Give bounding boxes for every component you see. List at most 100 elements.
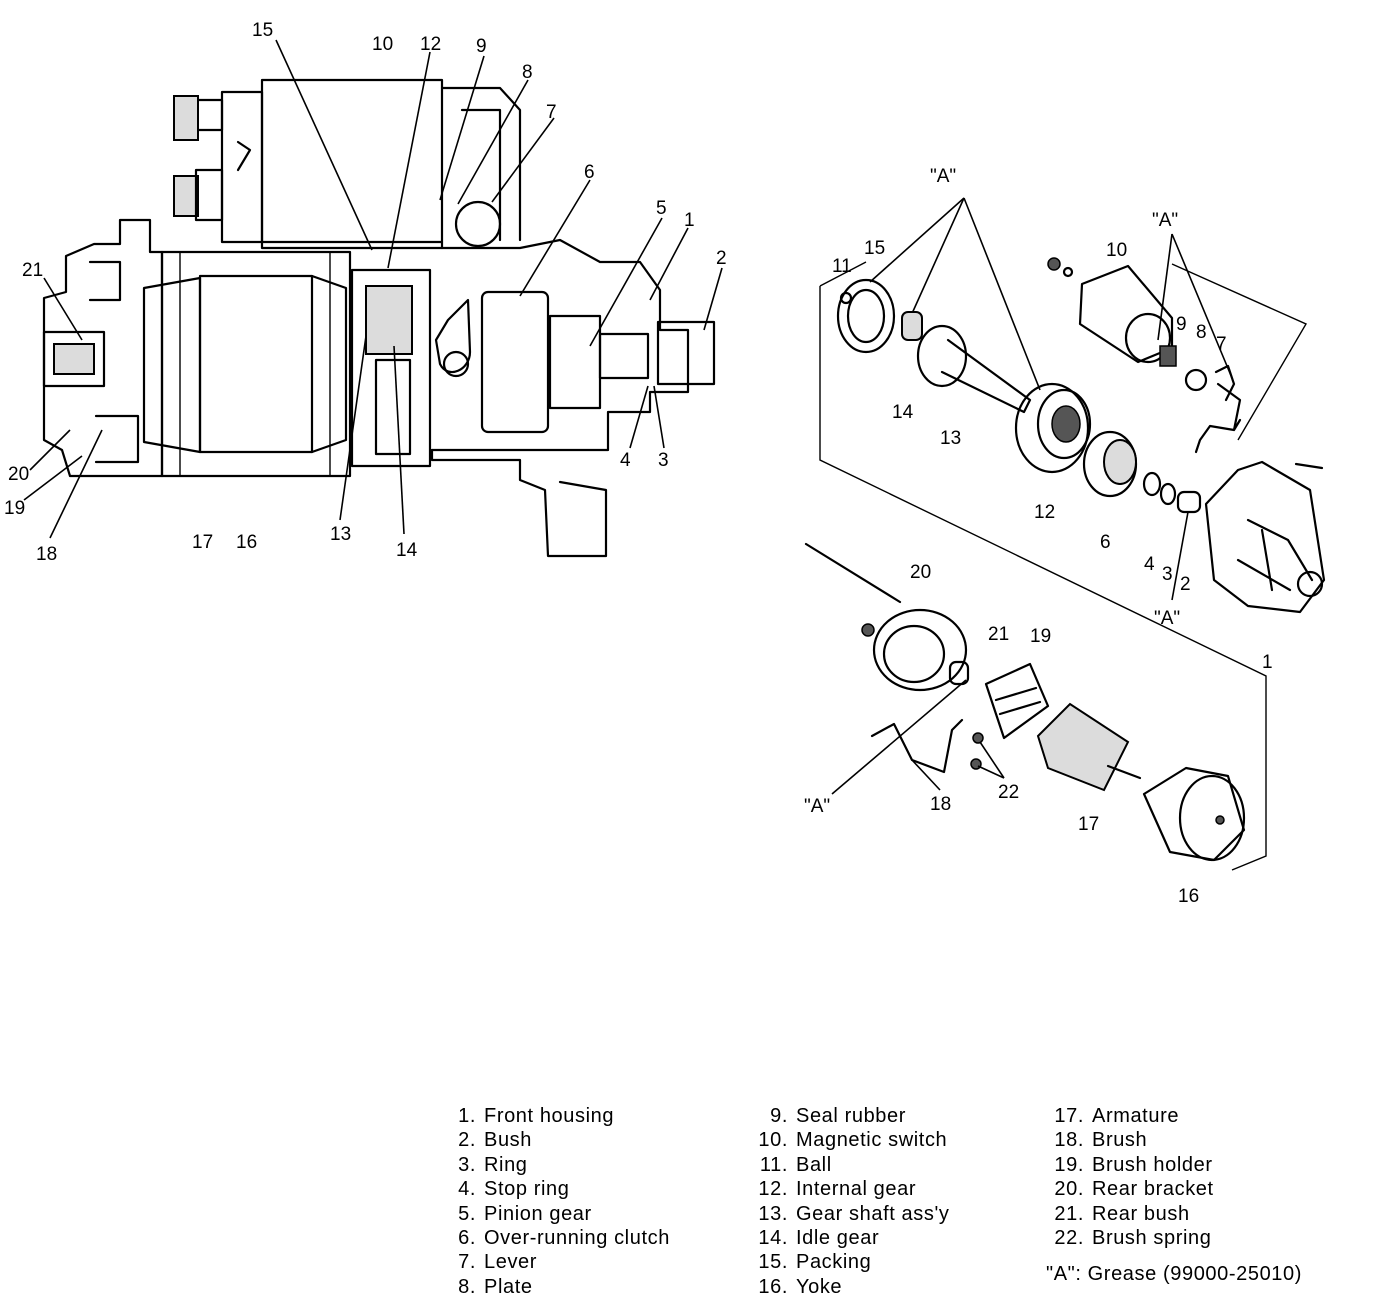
callout-13: 13 <box>330 524 351 545</box>
callout-a-top: "A" <box>930 166 956 187</box>
gear-shaft-part <box>901 311 1032 414</box>
legend-label: Gear shaft ass'y <box>796 1202 950 1225</box>
legend-item: 20.Rear bracket <box>1046 1177 1214 1201</box>
callout-14-exp: 14 <box>892 402 914 423</box>
callout-14: 14 <box>396 540 418 561</box>
lever-part <box>1194 382 1242 454</box>
callout-16: 16 <box>236 532 257 553</box>
brush-spring-part <box>972 732 984 744</box>
legend-item: 16. Yoke <box>750 1275 949 1299</box>
legend-label: Brush spring <box>1092 1227 1212 1250</box>
brush-holder-part <box>984 662 1050 740</box>
callout-1-exp: 1 <box>1262 652 1273 673</box>
legend-label: Armature <box>1092 1105 1180 1127</box>
legend-num: 19. <box>1054 1153 1084 1176</box>
legend-label: Magnetic switch <box>796 1129 948 1152</box>
callout-17: 17 <box>192 532 213 553</box>
legend-num: 14. <box>758 1227 788 1250</box>
legend-num: 10. <box>758 1129 788 1152</box>
legend-label: Yoke <box>796 1275 843 1298</box>
legend-num: 7. <box>458 1251 476 1274</box>
legend-num: 1. <box>458 1105 476 1127</box>
yoke-section <box>142 250 432 478</box>
legend-num: 20. <box>1054 1178 1084 1201</box>
legend-num: 11. <box>759 1153 788 1176</box>
legend-item: 9.Seal rubber <box>750 1104 949 1128</box>
sectional-callouts: 15 10 12 9 8 7 6 5 1 2 21 20 19 18 17 16… <box>4 20 727 565</box>
legend-item: 12.Internal gear <box>750 1177 949 1201</box>
packing-part <box>836 278 896 354</box>
legend-num: 3. <box>458 1153 476 1176</box>
legend-item: 6.Over-running clutch <box>446 1226 670 1250</box>
legend-column-3: 17. Armature 18. Brush 19. Brush holder 20.… <box>1046 1104 1214 1250</box>
callout-11-exp: 11 <box>832 256 852 277</box>
legend-item: 3.Ring <box>446 1153 670 1177</box>
callout-12-exp: 12 <box>1034 502 1055 523</box>
callout-20-exp: 20 <box>910 562 931 583</box>
magnetic-switch-section <box>173 78 522 250</box>
callout-17-exp: 17 <box>1078 814 1099 835</box>
callout-22-exp: 22 <box>998 782 1019 803</box>
callout-4: 4 <box>620 450 631 471</box>
legend-num: 5. <box>458 1202 476 1225</box>
legend-item: 2.Bush <box>446 1128 670 1152</box>
legend-item: 8. Plate <box>446 1275 670 1299</box>
legend-num: 16. <box>758 1275 788 1298</box>
legend-label: Brush holder <box>1092 1153 1213 1176</box>
callout-10-exp: 10 <box>1106 240 1127 261</box>
bush-part <box>1176 490 1202 514</box>
legend-label: Pinion gear <box>484 1202 592 1225</box>
callout-8: 8 <box>522 62 533 83</box>
internal-gear-part <box>1014 382 1092 474</box>
legend-label: Idle gear <box>796 1227 880 1250</box>
brush-part <box>870 718 964 774</box>
callout-6-exp: 6 <box>1100 532 1111 553</box>
legend-label: Lever <box>484 1251 538 1274</box>
legend-num: 15. <box>758 1251 788 1274</box>
callout-21-exp: 21 <box>988 624 1009 645</box>
front-housing-section <box>430 238 716 558</box>
legend-item: 21.Rear bush <box>1046 1202 1214 1226</box>
callout-18-exp: 18 <box>930 794 951 815</box>
legend-label: Internal gear <box>796 1178 917 1201</box>
legend-num: 22. <box>1054 1227 1084 1250</box>
legend-num: 4. <box>458 1178 476 1201</box>
callout-7: 7 <box>546 102 557 123</box>
legend-item: 17. Armature <box>1046 1104 1214 1128</box>
legend-item: 13. Gear shaft ass'y <box>750 1202 949 1226</box>
front-housing-part <box>1204 460 1326 614</box>
callout-8-exp: 8 <box>1196 322 1207 343</box>
legend-label: Bush <box>484 1129 532 1152</box>
rear-bracket-section <box>42 218 164 478</box>
legend-item: 19. Brush holder <box>1046 1153 1214 1177</box>
legend-num: 8. <box>458 1275 476 1298</box>
grease-note: "A": Grease (99000-25010) <box>1046 1263 1303 1285</box>
legend-label: Seal rubber <box>796 1105 906 1127</box>
callout-a-right: "A" <box>1152 210 1178 231</box>
legend-num: 17. <box>1054 1105 1084 1127</box>
legend-label: Front housing <box>484 1105 615 1127</box>
legend-item: 22. Brush spring <box>1046 1226 1214 1250</box>
callout-15-exp: 15 <box>864 238 885 259</box>
stop-ring-part <box>1142 471 1162 497</box>
sectional-view <box>42 78 716 558</box>
legend-label: Brush <box>1092 1129 1148 1152</box>
callout-10: 10 <box>372 34 393 55</box>
legend-item: 4.Stop ring <box>446 1177 670 1201</box>
legend-num: 18. <box>1054 1129 1084 1152</box>
legend-item: 10. Magnetic switch <box>750 1128 949 1152</box>
legend-num: 13. <box>758 1202 788 1225</box>
exploded-view: "A" 15 11 10 "A" 9 8 7 14 13 12 6 4 3 2 … <box>804 166 1326 907</box>
legend-num: 6. <box>458 1227 476 1250</box>
ring-part <box>1159 482 1177 506</box>
legend-item: 1. Front housing <box>446 1104 670 1128</box>
legend-label: Ball <box>796 1153 832 1176</box>
legend-label: Plate <box>484 1275 533 1298</box>
armature-part <box>1036 702 1142 792</box>
legend-column-1: 1. Front housing 2.Bush 3.Ring 4.Stop rin… <box>446 1104 670 1299</box>
callout-2: 2 <box>716 248 727 269</box>
callout-13-exp: 13 <box>940 428 961 449</box>
yoke-part <box>1142 766 1246 862</box>
callout-6: 6 <box>584 162 595 183</box>
callout-16-exp: 16 <box>1178 886 1199 907</box>
